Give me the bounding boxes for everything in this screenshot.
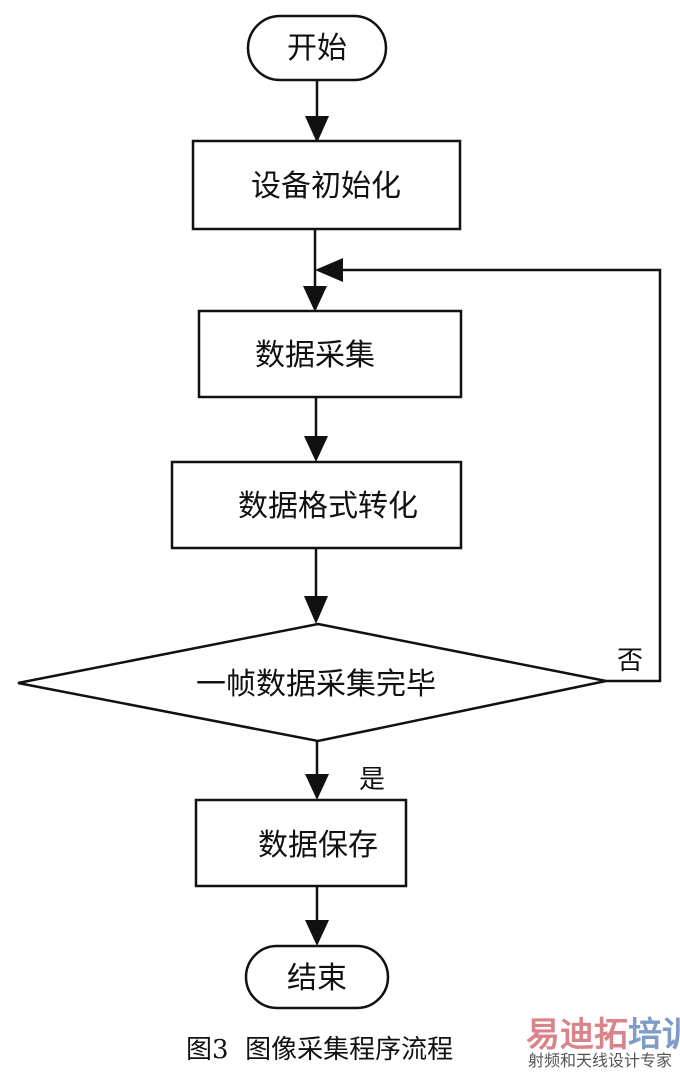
no-branch-label: 否: [617, 646, 643, 676]
arrow-decision-yes: 是: [305, 741, 385, 800]
init-node: 设备初始化: [191, 139, 462, 231]
arrow-save-to-end: [305, 886, 329, 946]
arrowhead-left-icon: [315, 258, 343, 282]
watermark-logo: 易迪拓培训: [526, 1015, 680, 1055]
arrowhead-down-icon: [304, 596, 328, 624]
start-node: 开始: [246, 14, 388, 82]
watermark-brand-text: 易迪拓: [526, 1015, 628, 1055]
yes-branch-label: 是: [359, 765, 385, 795]
end-terminal-shape: [244, 944, 390, 1010]
convert-node: 数据格式转化: [170, 460, 463, 550]
end-node: 结束: [244, 944, 390, 1010]
arrowhead-down-icon: [305, 774, 329, 800]
arrow-convert-to-decision: [304, 548, 328, 624]
acquire-label: 数据采集: [255, 338, 375, 373]
watermark: 易迪拓培训 射频和天线设计专家: [526, 1015, 680, 1070]
arrow-acquire-to-convert: [304, 397, 328, 462]
decision-label: 一帧数据采集完毕: [196, 667, 436, 702]
acquire-node: 数据采集: [197, 309, 463, 399]
figure-caption: 图3 图像采集程序流程: [186, 1035, 453, 1065]
init-label: 设备初始化: [251, 169, 401, 204]
arrow-decision-no-loop: 否: [315, 258, 662, 683]
watermark-subtitle: 射频和天线设计专家: [528, 1051, 672, 1070]
save-node: 数据保存: [194, 798, 408, 888]
arrow-start-to-init: [305, 80, 329, 143]
acquire-process-box: [197, 309, 463, 399]
end-label: 结束: [287, 961, 347, 996]
save-process-box: [194, 798, 408, 888]
save-label: 数据保存: [258, 828, 378, 863]
init-process-box: [191, 139, 462, 231]
decision-node: 一帧数据采集完毕: [17, 622, 607, 743]
loop-connector-line: [340, 268, 662, 683]
arrowhead-down-icon: [305, 116, 329, 143]
start-label: 开始: [287, 31, 347, 66]
arrowhead-down-icon: [305, 920, 329, 946]
arrowhead-down-icon: [304, 436, 328, 462]
arrow-init-to-acquire: [303, 229, 327, 312]
watermark-training-text: 培训: [628, 1015, 680, 1055]
convert-process-box: [170, 460, 463, 550]
arrowhead-down-icon: [303, 286, 327, 312]
convert-label: 数据格式转化: [238, 489, 418, 524]
